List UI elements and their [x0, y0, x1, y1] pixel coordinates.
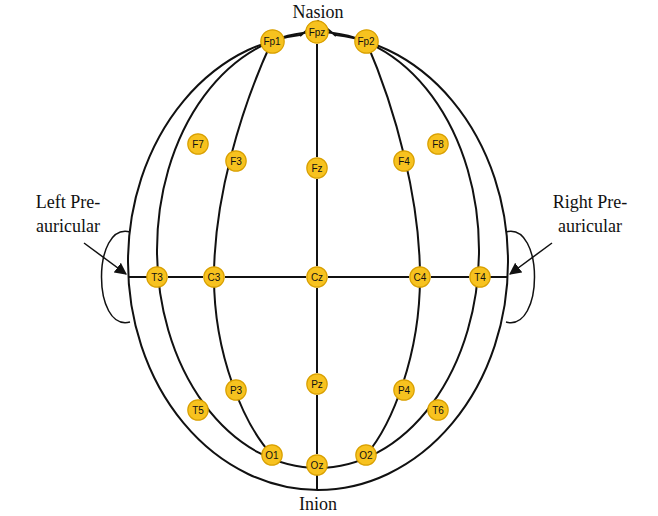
electrode: T4	[469, 266, 491, 288]
electrode: C3	[203, 266, 225, 288]
electrode: F3	[225, 150, 247, 172]
electrode: Pz	[306, 373, 328, 395]
electrode: Fpz	[305, 20, 329, 44]
electrode-disc	[470, 267, 490, 287]
electrode-name: Fp2	[354, 29, 379, 54]
electrode-disc	[260, 29, 283, 52]
electrode-name: Fpz	[305, 20, 329, 44]
electrode: Cz	[306, 266, 328, 288]
landmark-label: Left Pre-auricular	[12, 190, 124, 238]
electrode-name: Cz	[306, 266, 328, 288]
electrode-name: F7	[187, 133, 209, 155]
left-arc	[214, 41, 272, 455]
electrode-disc	[226, 380, 246, 400]
electrode: C4	[409, 266, 431, 288]
electrode-line	[168, 276, 203, 278]
electrode-line	[328, 276, 409, 278]
electrode-name: Pz	[306, 373, 328, 395]
electrode-disc	[204, 267, 224, 287]
electrode-name: O2	[355, 444, 377, 466]
electrode-line	[316, 179, 318, 266]
electrode: F8	[427, 133, 449, 155]
head-outline	[128, 34, 508, 490]
electrode: P3	[225, 379, 247, 401]
electrode: Fp1	[260, 29, 285, 54]
electrode-line	[225, 276, 306, 278]
electrode: O2	[355, 444, 377, 466]
electrode-name: P4	[393, 379, 415, 401]
electrode-name: F3	[225, 150, 247, 172]
electrode: Fz	[306, 157, 328, 179]
electrode-disc	[147, 267, 167, 287]
landmark-label: Right Pre-auricular	[530, 190, 650, 238]
electrode-name: P3	[225, 379, 247, 401]
electrode-name: C3	[203, 266, 225, 288]
left-ear	[102, 231, 131, 322]
pointer-arrow	[510, 243, 552, 274]
electrode: T5	[187, 399, 209, 421]
electrode-disc	[226, 151, 246, 171]
electrode-disc	[262, 445, 282, 465]
electrode: Fp2	[354, 29, 379, 54]
electrode-disc	[188, 134, 208, 154]
electrode-disc	[394, 380, 414, 400]
electrode-name: T5	[187, 399, 209, 421]
electrode-disc	[428, 134, 448, 154]
electrode-name: Oz	[306, 454, 328, 476]
electrode-name: Fp1	[260, 29, 285, 54]
pointer-arrow	[84, 243, 126, 274]
electrode-disc	[307, 374, 327, 394]
electrode-disc	[410, 267, 430, 287]
electrode-disc	[428, 400, 448, 420]
electrode: P4	[393, 379, 415, 401]
electrode-disc	[307, 158, 327, 178]
electrode-disc	[356, 445, 376, 465]
electrode-name: T4	[469, 266, 491, 288]
electrode: O1	[261, 444, 283, 466]
electrode-line	[316, 288, 318, 373]
electrode-disc	[188, 400, 208, 420]
electrode-name: O1	[261, 444, 283, 466]
electrode-name: C4	[409, 266, 431, 288]
electrode-disc	[394, 151, 414, 171]
electrode-name: Fz	[306, 157, 328, 179]
electrode-line	[316, 395, 318, 454]
landmark-label: Inion	[258, 492, 378, 516]
electrode-disc	[306, 21, 328, 43]
electrode: F7	[187, 133, 209, 155]
electrode-name: F4	[393, 150, 415, 172]
electrode-name: T6	[427, 399, 449, 421]
electrode-line	[316, 44, 318, 157]
electrode-disc	[307, 267, 327, 287]
right-arc	[366, 41, 420, 455]
electrode: T3	[146, 266, 168, 288]
inner-ring	[157, 32, 479, 468]
electrode: F4	[393, 150, 415, 172]
electrode-disc	[354, 29, 377, 52]
electrode-name: T3	[146, 266, 168, 288]
electrode-disc	[307, 455, 327, 475]
electrode-name: F8	[427, 133, 449, 155]
electrode-line	[431, 276, 469, 278]
electrode: T6	[427, 399, 449, 421]
right-ear	[506, 231, 535, 322]
electrode: Oz	[306, 454, 328, 476]
